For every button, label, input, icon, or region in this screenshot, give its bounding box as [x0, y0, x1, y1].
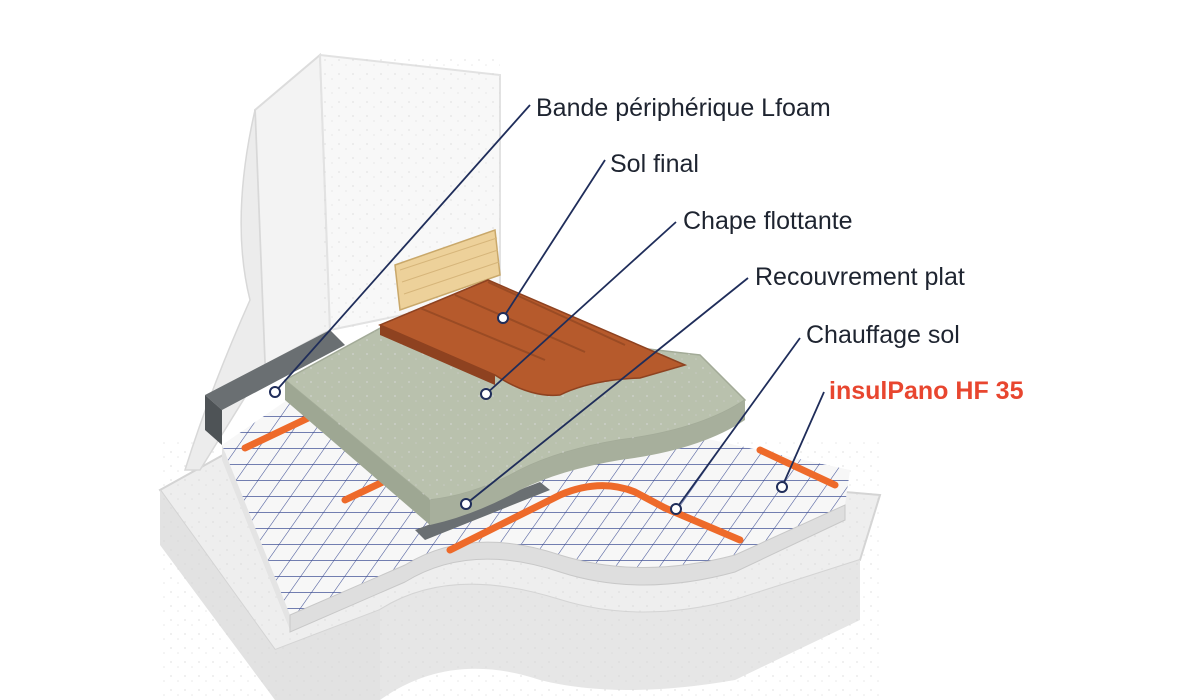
leader-lines [274, 104, 825, 510]
leader-markers [269, 312, 788, 515]
leader-marker-icon [497, 312, 509, 324]
label-floor-heating: Chauffage sol [806, 321, 960, 349]
label-product: insulPano HF 35 [829, 377, 1024, 405]
leader-marker-icon [480, 388, 492, 400]
skirting-board [394, 228, 501, 312]
leader-line-edge-strip [274, 104, 531, 393]
leader-marker-icon [670, 503, 682, 515]
leader-marker-icon [460, 498, 472, 510]
leader-line-heating [675, 337, 801, 510]
leader-marker-icon [776, 481, 788, 493]
edge-strip [205, 330, 345, 445]
flat-overlap-strip [415, 482, 550, 540]
wooden-floor [378, 279, 688, 397]
heating-pipe [446, 482, 669, 554]
label-edge-strip: Bande périphérique Lfoam [536, 94, 831, 122]
heating-pipe [756, 446, 839, 489]
label-flat-overlap: Recouvrement plat [755, 263, 965, 291]
leader-line-overlap [465, 277, 749, 505]
label-floating-screed: Chape flottante [683, 207, 853, 235]
leader-marker-icon [269, 386, 281, 398]
leader-line-product [781, 391, 825, 488]
leader-line-final-floor [502, 159, 606, 319]
label-final-floor: Sol final [610, 150, 699, 178]
leader-line-screed [485, 221, 677, 395]
